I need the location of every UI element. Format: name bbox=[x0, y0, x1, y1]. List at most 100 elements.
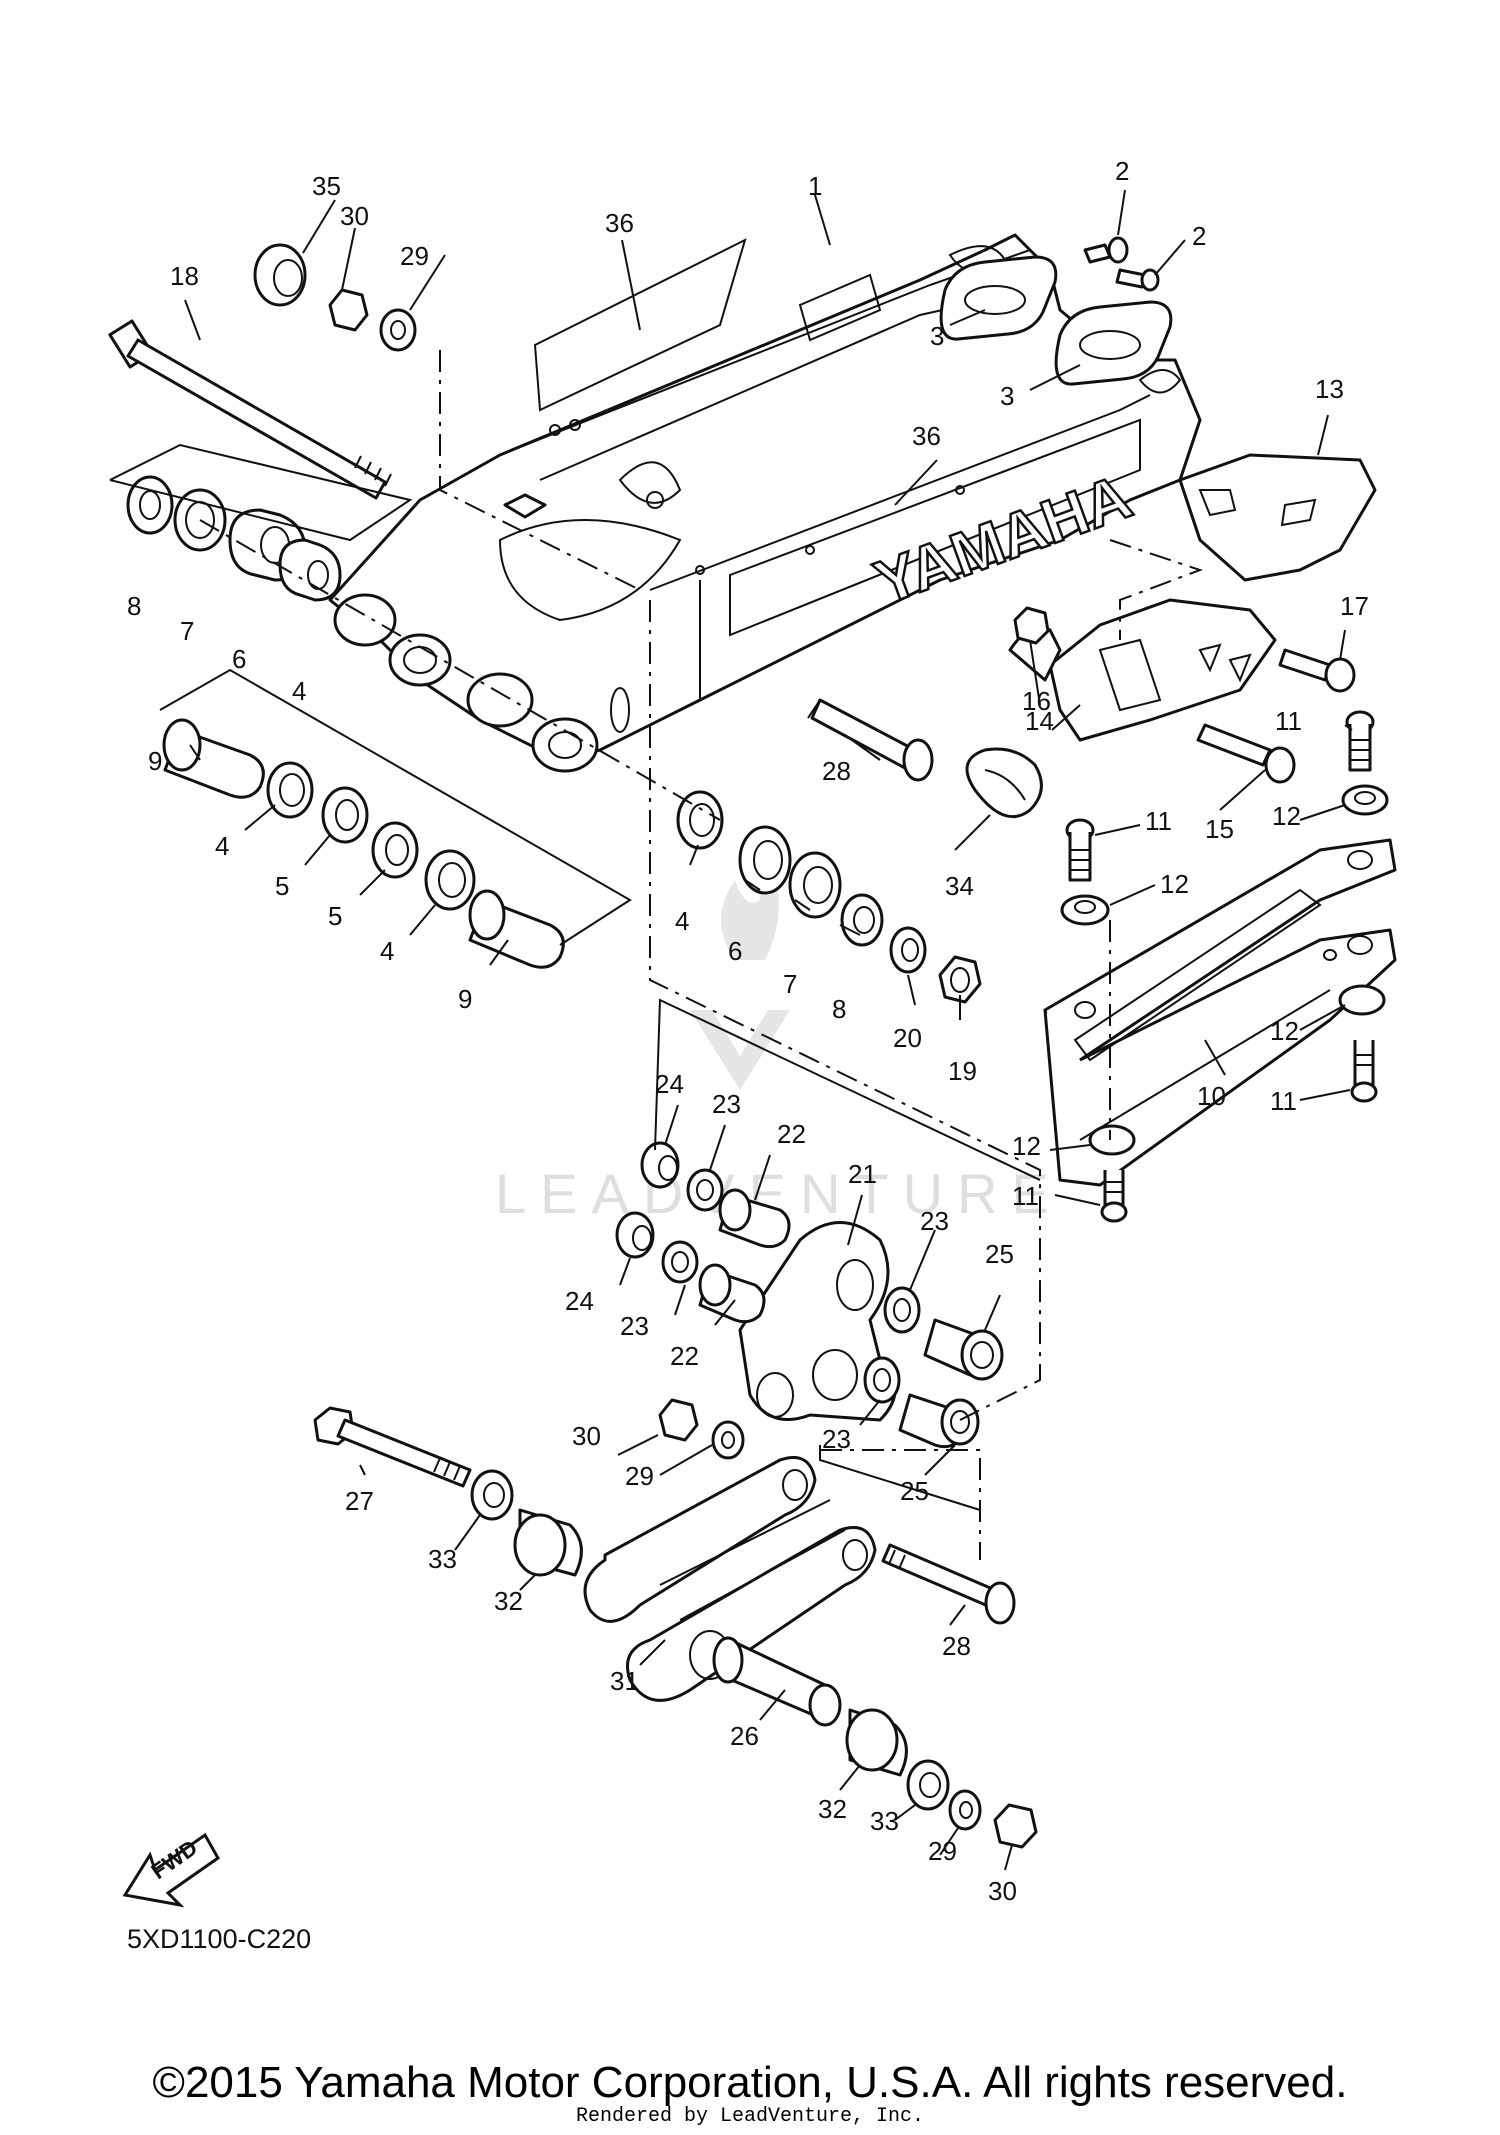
callout-33a: 33 bbox=[428, 1544, 457, 1574]
callout-6b: 6 bbox=[728, 936, 742, 966]
bracket-link bbox=[819, 1445, 981, 1511]
callout-5a: 5 bbox=[275, 871, 289, 901]
callout-22a: 22 bbox=[777, 1119, 806, 1149]
bracket-relay bbox=[654, 998, 1041, 1181]
nut-30-top bbox=[328, 288, 369, 332]
callout-7b: 7 bbox=[783, 969, 797, 999]
fwd-direction-arrow: FWD bbox=[122, 1832, 220, 1908]
center-line-3 bbox=[649, 600, 1041, 1421]
callout-12d: 12 bbox=[1012, 1131, 1041, 1161]
callout-4a: 4 bbox=[292, 676, 306, 706]
callout-12b: 12 bbox=[1160, 869, 1189, 899]
callout-30b: 30 bbox=[572, 1421, 601, 1451]
callout-1: 1 bbox=[808, 171, 822, 201]
swingarm: YAMAHA bbox=[328, 233, 1202, 773]
callout-12a: 12 bbox=[1272, 801, 1301, 831]
nut-30-bottom bbox=[993, 1803, 1038, 1849]
nut-30-mid bbox=[658, 1398, 699, 1442]
bushings-22-24 bbox=[615, 1141, 791, 1324]
callout-36b: 36 bbox=[912, 421, 941, 451]
collar-12-a bbox=[1341, 784, 1389, 816]
callout-30c: 30 bbox=[988, 1876, 1017, 1906]
rendered-by-credit: Rendered by LeadVenture, Inc. bbox=[575, 2105, 925, 2128]
callout-9b: 9 bbox=[458, 984, 472, 1014]
callout-18: 18 bbox=[170, 261, 199, 291]
collar-12-b bbox=[1060, 894, 1110, 926]
decal-sheet bbox=[533, 238, 747, 412]
washer-29-mid bbox=[711, 1420, 745, 1460]
callout-3a: 3 bbox=[930, 321, 944, 351]
callout-29b: 29 bbox=[625, 1461, 654, 1491]
callout-4d: 4 bbox=[675, 906, 689, 936]
right-pivot-stack bbox=[676, 790, 982, 1004]
callout-32b: 32 bbox=[818, 1794, 847, 1824]
callout-23b: 23 bbox=[620, 1311, 649, 1341]
seal-33-b bbox=[906, 1759, 950, 1811]
bracket-left-lower bbox=[159, 668, 632, 946]
callout-17: 17 bbox=[1340, 591, 1369, 621]
collar-12-c bbox=[1338, 984, 1386, 1016]
center-line-2 bbox=[199, 519, 721, 821]
bolt-11-a bbox=[1345, 710, 1375, 772]
callout-12c: 12 bbox=[1270, 1016, 1299, 1046]
callout-numbers: 1 2 2 3 3 4 4 4 4 5 5 6 6 7 7 8 8 9 9 10… bbox=[127, 156, 1369, 1906]
center-line-5 bbox=[1109, 539, 1203, 640]
callout-9a: 9 bbox=[148, 746, 162, 776]
pivot-shaft bbox=[108, 319, 392, 500]
callout-26: 26 bbox=[730, 1721, 759, 1751]
leader-lines bbox=[184, 189, 1353, 1871]
callout-6a: 6 bbox=[232, 644, 246, 674]
screw-2b bbox=[1115, 268, 1147, 289]
washer-29-top bbox=[379, 308, 417, 352]
bolt-11-b bbox=[1065, 818, 1095, 882]
collar-12-d bbox=[1088, 1124, 1136, 1156]
bolt-15 bbox=[1196, 723, 1296, 784]
seal-33-a bbox=[470, 1469, 514, 1521]
callout-8b: 8 bbox=[832, 994, 846, 1024]
collar-32-b bbox=[845, 1708, 908, 1777]
callout-33b: 33 bbox=[870, 1806, 899, 1836]
chain-guide bbox=[1008, 453, 1377, 742]
callout-4b: 4 bbox=[215, 831, 229, 861]
center-line-1 bbox=[439, 350, 641, 591]
callout-13: 13 bbox=[1315, 374, 1344, 404]
callout-11c: 11 bbox=[1270, 1086, 1297, 1116]
callout-31: 31 bbox=[610, 1666, 639, 1696]
callout-15: 15 bbox=[1205, 814, 1234, 844]
callout-11a: 11 bbox=[1275, 706, 1302, 736]
callout-28a: 28 bbox=[822, 756, 851, 786]
collars-23-25-right bbox=[863, 1286, 1004, 1449]
callout-20: 20 bbox=[893, 1023, 922, 1053]
bolt-27 bbox=[313, 1406, 472, 1488]
callout-24a: 24 bbox=[655, 1069, 684, 1099]
screw-2a bbox=[1083, 243, 1112, 264]
bolt-16 bbox=[1013, 606, 1050, 645]
callout-24b: 24 bbox=[565, 1286, 594, 1316]
washer-29-bottom bbox=[948, 1789, 982, 1831]
callout-5b: 5 bbox=[328, 901, 342, 931]
callout-29c: 29 bbox=[928, 1836, 957, 1866]
callout-2b: 2 bbox=[1192, 221, 1206, 251]
cap-34 bbox=[965, 747, 1043, 819]
callout-19: 19 bbox=[948, 1056, 977, 1086]
callout-23d: 23 bbox=[822, 1424, 851, 1454]
collar-32-a bbox=[513, 1508, 583, 1577]
callout-14: 14 bbox=[1025, 706, 1054, 736]
bolt-17 bbox=[1278, 648, 1356, 693]
callout-28b: 28 bbox=[942, 1631, 971, 1661]
bolt-11-d bbox=[1100, 1170, 1128, 1223]
callout-21: 21 bbox=[848, 1159, 877, 1189]
pivot-collar-stack bbox=[162, 718, 565, 969]
axle-adjuster-plate-left bbox=[939, 255, 1058, 341]
bolt-28-upper bbox=[807, 698, 934, 782]
center-line-4 bbox=[820, 1449, 981, 1560]
bracket-left-upper bbox=[109, 443, 413, 542]
bolt-28-lower bbox=[881, 1543, 1016, 1625]
callout-2a: 2 bbox=[1115, 156, 1129, 186]
callout-27: 27 bbox=[345, 1486, 374, 1516]
callout-8a: 8 bbox=[127, 591, 141, 621]
collar-26 bbox=[712, 1636, 842, 1727]
collar-35 bbox=[253, 243, 307, 307]
callout-25b: 25 bbox=[900, 1476, 929, 1506]
